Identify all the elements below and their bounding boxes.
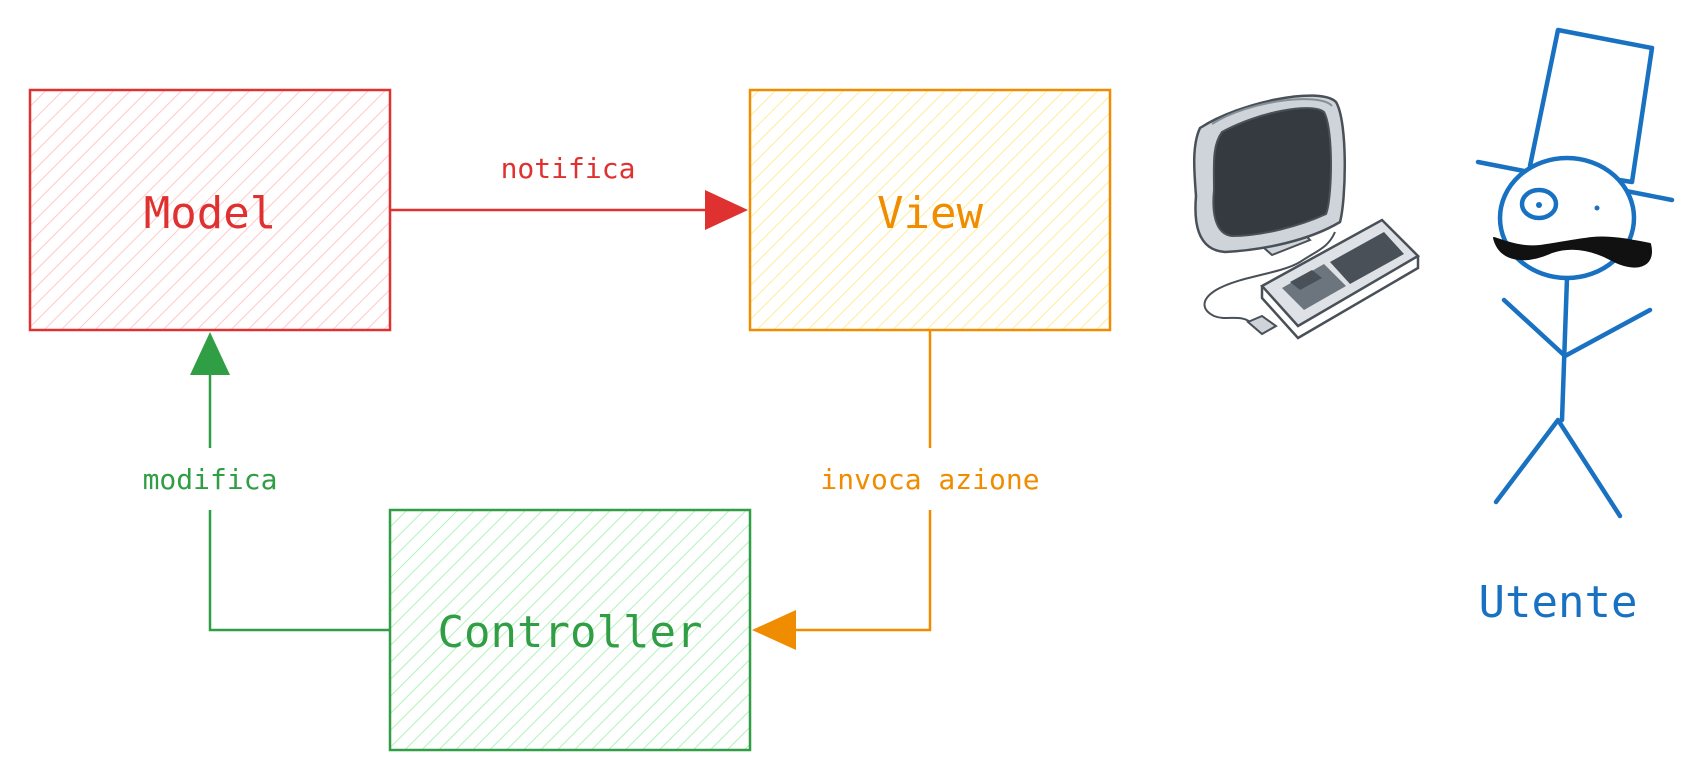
edge-invoca-azione: invoca azione: [752, 331, 1040, 650]
edge-label-invoca-azione: invoca azione: [820, 463, 1039, 496]
edge-modifica: modifica: [143, 332, 389, 632]
controller-label: Controller: [438, 607, 703, 658]
arrowhead-icon: [705, 190, 748, 230]
edge-notifica: notifica: [391, 152, 748, 230]
arrowhead-icon: [190, 332, 230, 375]
model-label: Model: [144, 188, 276, 239]
model-node: Model: [28, 88, 392, 332]
view-label: View: [877, 188, 983, 239]
computer-icon: [1192, 94, 1421, 340]
view-node: View: [748, 88, 1112, 332]
arrowhead-icon: [752, 610, 796, 650]
edge-label-notifica: notifica: [501, 152, 636, 185]
stick-figure-icon: [1475, 27, 1675, 519]
user-label: Utente: [1479, 577, 1638, 628]
edge-label-modifica: modifica: [143, 463, 278, 496]
controller-node: Controller: [388, 508, 752, 752]
